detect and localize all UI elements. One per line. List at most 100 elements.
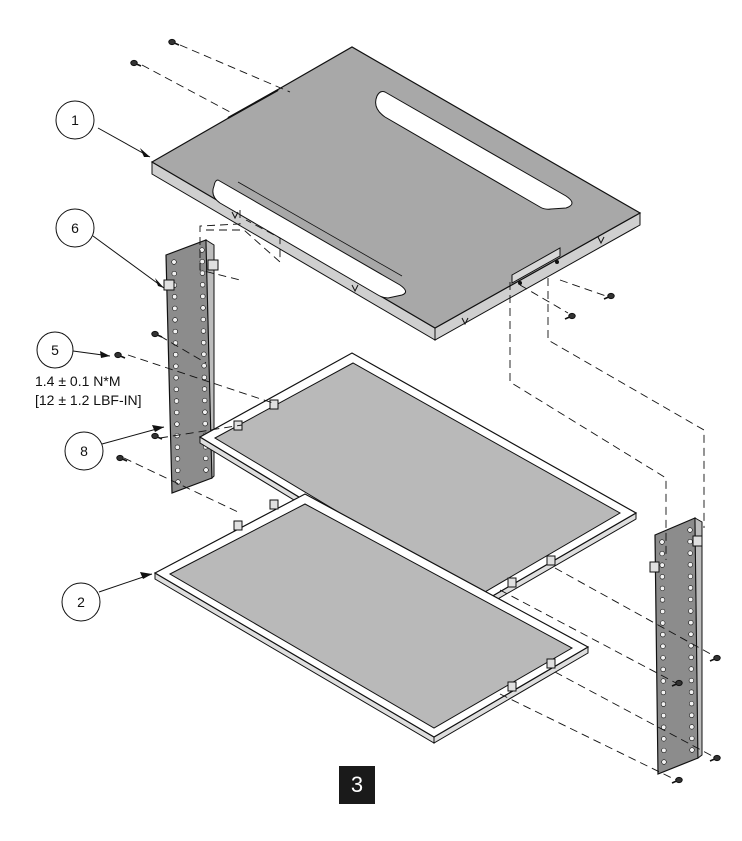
rail-hole — [203, 455, 209, 462]
rail-hole — [201, 374, 207, 380]
rail-hole — [172, 305, 178, 311]
rail-hole — [660, 689, 666, 696]
callout-1: 1 — [55, 100, 151, 158]
rail-hole — [202, 421, 208, 427]
top-cover-panel — [150, 46, 642, 341]
rail-hole — [201, 386, 208, 392]
rail-hole — [688, 677, 694, 684]
rail-hole — [688, 631, 694, 637]
rail-hole — [660, 701, 667, 707]
rail-hole — [661, 747, 667, 754]
rail-hole — [661, 736, 667, 742]
rail-hole — [659, 597, 666, 603]
rail-hole — [173, 352, 179, 358]
rail-hole — [200, 293, 206, 299]
rail-hole — [172, 328, 178, 335]
left-rail-holes — [171, 247, 209, 485]
rail-hole — [199, 258, 205, 265]
rail-hole — [688, 701, 695, 707]
torque-imperial: [12 ± 1.2 LBF-IN] — [35, 392, 142, 408]
rail-hole — [659, 550, 665, 557]
screw — [564, 312, 576, 320]
callout-2: 2 — [61, 572, 153, 622]
rail-hole — [659, 574, 665, 580]
panel-slot-lower — [212, 179, 406, 299]
assembly-guide-lines — [123, 44, 717, 781]
rail-hole — [201, 363, 207, 369]
rail-hole — [689, 747, 695, 753]
screw — [116, 454, 128, 462]
screw — [114, 351, 126, 359]
rail-hole — [173, 363, 179, 369]
screw — [671, 679, 683, 687]
rail-hole — [660, 608, 666, 615]
rail-hole — [175, 467, 181, 474]
rail-hole — [660, 713, 667, 719]
right-mounting-rail — [649, 517, 703, 775]
torque-metric: 1.4 ± 0.1 N*M — [35, 373, 121, 389]
rail-hole — [687, 562, 693, 568]
rail-hole — [689, 724, 695, 730]
panel-slot-upper — [375, 91, 573, 210]
rail-hole — [661, 759, 667, 765]
rail-hole — [688, 689, 695, 695]
rail-hole — [200, 305, 206, 311]
screw — [709, 754, 721, 762]
rail-hole — [660, 666, 666, 672]
rail-hole — [688, 620, 694, 626]
rail-hole — [687, 585, 694, 591]
rail-hole — [659, 585, 666, 591]
rail-hole — [201, 351, 207, 357]
rail-hole — [201, 340, 207, 346]
screw — [151, 330, 163, 338]
right-rail-holes — [659, 527, 695, 765]
callout-5: 5 — [36, 331, 111, 369]
rail-hole — [202, 397, 208, 404]
screws — [114, 38, 721, 784]
rail-hole — [687, 550, 693, 556]
rail-hole — [689, 712, 695, 718]
rail-hole — [200, 282, 206, 288]
callout-6-label: 6 — [71, 220, 79, 236]
rail-hole — [171, 259, 177, 265]
rail-hole — [660, 632, 666, 638]
rail-hole — [659, 539, 665, 545]
rail-hole — [687, 538, 693, 545]
rail-hole — [200, 316, 206, 323]
lower-shelf-tray — [153, 493, 590, 744]
rail-hole — [688, 666, 694, 672]
rail-hole — [660, 678, 666, 684]
screw — [151, 432, 163, 440]
callout-6: 6 — [55, 208, 165, 289]
rail-hole — [660, 655, 666, 661]
rail-hole — [199, 270, 206, 276]
callout-2-label: 2 — [77, 594, 85, 610]
rail-hole — [171, 270, 177, 277]
callout-8-label: 8 — [80, 443, 88, 459]
rail-hole — [688, 643, 694, 649]
step-number-badge: 3 — [339, 766, 375, 804]
rail-hole — [174, 409, 180, 416]
rail-hole — [202, 409, 208, 415]
screw — [603, 292, 615, 300]
callout-1-label: 1 — [71, 112, 79, 128]
rail-hole — [173, 398, 180, 404]
rail-hole — [659, 562, 665, 568]
rail-hole — [172, 294, 178, 300]
rail-hole — [687, 573, 694, 579]
rail-hole — [688, 654, 694, 660]
rail-hole — [174, 456, 181, 462]
callout-5-label: 5 — [51, 342, 59, 358]
rail-hole — [173, 386, 179, 392]
rail-hole — [173, 375, 179, 381]
screw — [168, 38, 180, 46]
rail-hole — [172, 317, 178, 323]
callout-8: 8 — [64, 425, 165, 471]
rail-hole — [174, 421, 180, 427]
rail-hole — [689, 735, 695, 742]
rail-hole — [688, 596, 694, 603]
screw — [709, 654, 721, 662]
left-mounting-rail — [163, 239, 219, 494]
rail-hole — [660, 620, 666, 626]
